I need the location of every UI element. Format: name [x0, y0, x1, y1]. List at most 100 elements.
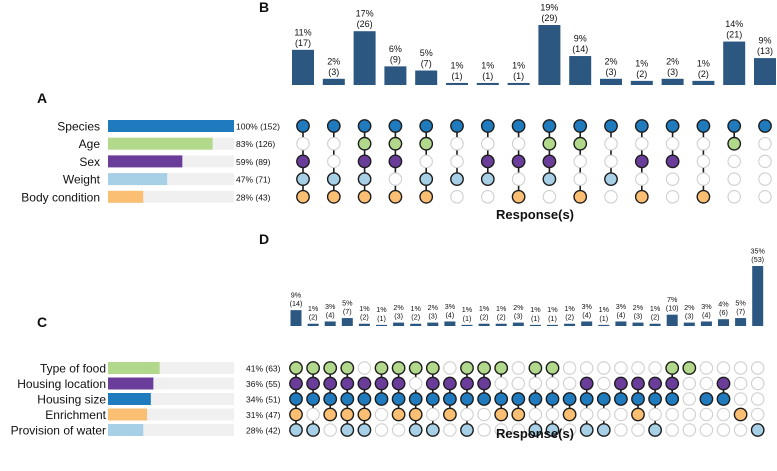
matrix-dot-empty [460, 407, 474, 422]
matrix-dot-empty [696, 172, 711, 186]
intersection-count-label: (2) [651, 313, 660, 322]
matrix-dot-filled [545, 361, 560, 375]
matrix-dot-empty [443, 361, 457, 375]
intersection-count-label: (2) [309, 313, 318, 322]
matrix-dot-filled [388, 119, 403, 133]
matrix-dot-empty [635, 172, 649, 186]
intersection-count-label: (3) [394, 312, 403, 321]
intersection-bar [290, 310, 302, 326]
intersection-percent-label: 14% [725, 19, 743, 29]
matrix-dot-filled [477, 376, 491, 391]
matrix-dot-filled [648, 392, 662, 406]
matrix-dot-filled [408, 407, 423, 422]
matrix-dot-empty [579, 407, 594, 422]
intersection-count-label: (2) [636, 69, 647, 79]
intersection-count-label: (2) [480, 313, 489, 322]
matrix-dot-filled [326, 172, 341, 187]
matrix-dot-filled [391, 376, 406, 391]
intersection-count-label: (26) [357, 19, 373, 29]
intersection-bar [507, 82, 530, 85]
intersection-percent-label: 1% [481, 60, 494, 70]
matrix-dot-empty [450, 190, 464, 204]
intersection-bar [478, 323, 490, 326]
matrix-dot-empty [733, 423, 748, 437]
set-value-label: 31% (47) [246, 410, 281, 420]
matrix-dot-empty [597, 361, 611, 375]
matrix-dot-filled [323, 361, 338, 375]
intersection-percent-label: 2% [393, 303, 404, 312]
intersection-percent-label: 1% [462, 305, 473, 314]
intersection-percent-label: 3% [701, 302, 712, 311]
intersection-percent-label: 3% [325, 302, 336, 311]
set-bar [108, 424, 144, 436]
matrix-dot-filled [634, 154, 649, 169]
matrix-dot-filled [528, 423, 543, 437]
panel-label-d: D [259, 231, 269, 247]
matrix-dot-filled [596, 392, 611, 406]
matrix-dot-empty [733, 392, 748, 406]
matrix-dot-filled [716, 392, 731, 406]
matrix-dot-empty [614, 407, 628, 422]
intersection-bar [410, 323, 422, 326]
intersection-percent-label: 2% [513, 303, 524, 312]
matrix-dot-filled [306, 392, 320, 406]
matrix-dot-filled [425, 361, 440, 375]
matrix-dot-filled [408, 392, 423, 406]
matrix-dot-filled [289, 361, 303, 375]
matrix-dot-empty [648, 361, 662, 375]
matrix-dot-filled [391, 407, 406, 422]
matrix-dot-filled [542, 154, 557, 169]
intersection-percent-label: 3% [582, 302, 593, 311]
matrix-dot-filled [614, 376, 628, 391]
matrix-dot-filled [579, 392, 594, 406]
intersection-bar [581, 321, 593, 326]
matrix-dot-empty [327, 136, 341, 151]
matrix-dot-filled [573, 119, 588, 133]
intersection-count-label: (9) [390, 54, 401, 64]
set-name: Weight [63, 173, 101, 187]
matrix-dot-empty [758, 136, 772, 151]
matrix-dot-empty [511, 361, 526, 375]
matrix-dot-empty [545, 407, 560, 422]
matrix-dot-filled [306, 361, 320, 375]
x-axis-label-cd: Response(s) [496, 426, 574, 441]
matrix-dot-empty [579, 361, 594, 375]
matrix-dot-filled [357, 172, 372, 187]
matrix-dot-filled [631, 392, 645, 406]
matrix-dot-filled [460, 392, 474, 406]
intersection-bar [598, 324, 610, 326]
matrix-dot-filled [357, 423, 372, 437]
matrix-dot-empty [631, 423, 645, 437]
matrix-dot-filled [699, 392, 714, 406]
matrix-dot-empty [597, 407, 611, 422]
matrix-dot-filled [758, 119, 772, 133]
matrix-dot-filled [665, 392, 680, 406]
x-axis-label-ab: Response(s) [496, 207, 574, 222]
matrix-dot-filled [596, 423, 611, 437]
set-value-label: 28% (42) [246, 426, 281, 436]
matrix-dot-filled [374, 361, 389, 375]
intersection-count-label: (4) [617, 310, 626, 319]
set-name: Provision of water [11, 424, 106, 438]
matrix-dot-empty [750, 376, 765, 391]
intersection-bar [476, 82, 499, 85]
intersection-bar [630, 80, 653, 85]
matrix-dot-empty [727, 154, 741, 169]
intersection-count-label: (6) [719, 308, 728, 317]
intersection-bar [495, 323, 507, 326]
matrix-dot-empty [665, 423, 679, 437]
matrix-dot-empty [682, 376, 697, 391]
intersection-bar [752, 266, 764, 326]
matrix-dot-empty [450, 154, 464, 169]
matrix-dot-empty [699, 423, 714, 437]
matrix-dot-filled [296, 189, 310, 204]
matrix-dot-empty [545, 376, 560, 391]
matrix-dot-empty [665, 190, 680, 204]
intersection-bar [376, 324, 387, 326]
intersection-percent-label: 1% [411, 304, 422, 313]
matrix-dot-filled [442, 392, 457, 406]
intersection-percent-label: 9% [291, 290, 302, 299]
intersection-count-label: (7) [343, 307, 352, 316]
intersection-count-label: (4) [326, 310, 335, 319]
